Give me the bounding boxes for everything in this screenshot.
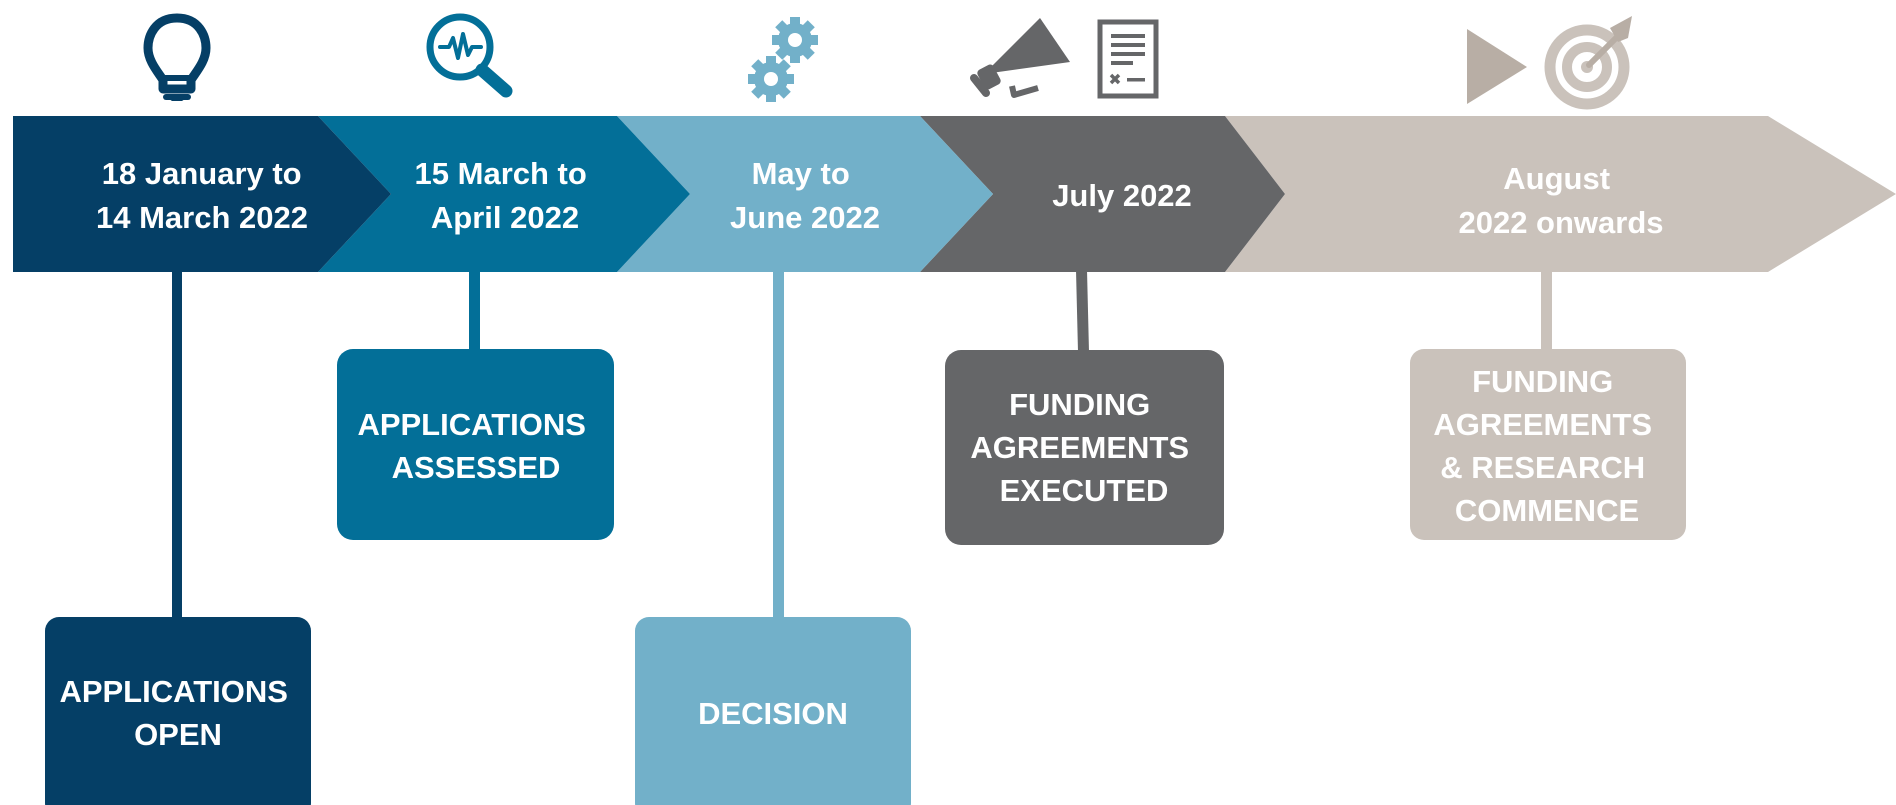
lightbulb-icon (143, 13, 211, 101)
segment-1-label: 18 January to 14 March 2022 (96, 156, 310, 235)
segment-1-line1: 18 January to (102, 156, 302, 191)
segment-4-line1: July 2022 (1052, 178, 1192, 213)
milestone-card-applications-open: APPLICATIONS OPEN (45, 617, 311, 805)
card-research-commence-line1: FUNDING (1472, 364, 1613, 399)
svg-text:DECISION: DECISION (698, 696, 848, 731)
card-research-commence-line4: COMMENCE (1455, 493, 1639, 528)
segment-3-label: May to June 2022 (730, 156, 880, 235)
svg-text:FUNDING AGREEMENTS: FUNDING AGREEMENTS & RESEARCH COMMENCE (1433, 364, 1660, 528)
timeline-segment-3 (617, 116, 993, 272)
connector-line-research-commence (1541, 270, 1552, 352)
card-funding-executed-line1: FUNDING (1009, 387, 1150, 422)
connector-line-applications-open (172, 270, 182, 620)
connector-line-funding-executed (1076, 270, 1089, 352)
target-icon (1544, 16, 1632, 110)
card-research-commence-line2: AGREEMENTS (1433, 407, 1652, 442)
svg-text:APPLICATIONS OPEN: APPLICATIONS OPEN (59, 674, 296, 752)
card-research-commence-line3: & RESEARCH (1440, 450, 1645, 485)
segment-5-label: August 2022 onwards (1458, 161, 1663, 240)
play-icon (1467, 29, 1527, 104)
svg-text:APPLICATIONS ASSESSED: APPLICATIONS ASSESSED (357, 407, 594, 485)
timeline-segment-2 (318, 116, 690, 272)
card-applications-open-line2: OPEN (134, 717, 222, 752)
milestone-card-decision: DECISION (635, 617, 911, 805)
card-applications-assessed-line2: ASSESSED (392, 450, 561, 485)
segment-2-line1: 15 March to (415, 156, 587, 191)
timeline-segment-5 (1225, 116, 1896, 272)
card-applications-open-line1: APPLICATIONS (59, 674, 288, 709)
connector-line-applications-assessed (469, 270, 480, 352)
megaphone-icon (970, 18, 1070, 98)
segment-1-line2: 14 March 2022 (96, 200, 308, 235)
magnifier-pulse-icon (426, 13, 513, 98)
card-decision-line1: DECISION (698, 696, 848, 731)
timeline-segment-1 (13, 116, 391, 272)
connector-line-decision (773, 270, 784, 620)
segment-3-line2: June 2022 (730, 200, 880, 235)
gears-icon (748, 17, 818, 102)
segment-2-label: 15 March to April 2022 (415, 156, 596, 235)
milestone-card-research-commence: FUNDING AGREEMENTS & RESEARCH COMMENCE (1410, 349, 1686, 540)
svg-text:FUNDING AGREEMENTS: FUNDING AGREEMENTS EXECUTED (970, 387, 1197, 508)
card-applications-assessed-line1: APPLICATIONS (357, 407, 586, 442)
document-icon (1097, 19, 1159, 99)
timeline-segment-4 (920, 116, 1285, 272)
card-funding-executed-line2: AGREEMENTS (970, 430, 1189, 465)
milestone-card-applications-assessed: APPLICATIONS ASSESSED (337, 349, 614, 540)
card-funding-executed-line3: EXECUTED (1000, 473, 1169, 508)
segment-2-line2: April 2022 (431, 200, 579, 235)
segment-3-line1: May to (752, 156, 850, 191)
segment-5-line2: 2022 onwards (1458, 205, 1663, 240)
milestone-card-funding-executed: FUNDING AGREEMENTS EXECUTED (945, 350, 1224, 545)
segment-4-label: July 2022 (1052, 178, 1192, 213)
segment-5-line1: August (1503, 161, 1610, 196)
